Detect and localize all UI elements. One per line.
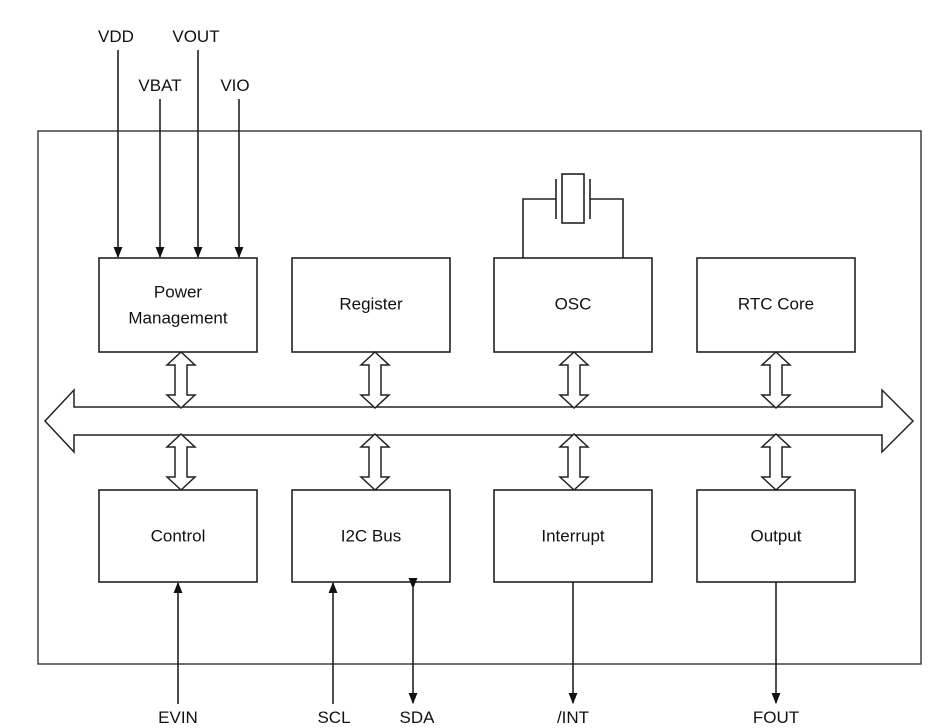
pin-vdd: VDD (98, 27, 134, 46)
interrupt-label: Interrupt (541, 526, 605, 545)
power-management-label-line1: Power (154, 282, 203, 301)
internal-bus-arrow (43, 388, 915, 454)
rtc-core-block: RTC Core (696, 257, 856, 353)
pin-vout: VOUT (172, 27, 219, 46)
chip-outline (37, 130, 922, 665)
osc-label: OSC (555, 294, 592, 313)
rtc-core-label: RTC Core (738, 294, 814, 313)
control-block: Control (98, 489, 258, 583)
osc-block: OSC (493, 257, 653, 353)
crystal-icon (522, 173, 624, 258)
bus-connectors-bottom (165, 432, 792, 492)
i2c-bus-block: I2C Bus (291, 489, 451, 583)
pin-int: /INT (557, 708, 589, 727)
register-block: Register (291, 257, 451, 353)
pin-fout: FOUT (753, 708, 799, 727)
interrupt-block: Interrupt (493, 489, 653, 583)
pin-sda: SDA (400, 708, 436, 727)
output-block: Output (696, 489, 856, 583)
power-management-block: Power Management (98, 257, 258, 353)
bus-connectors-top (165, 350, 792, 410)
pin-evin: EVIN (158, 708, 198, 727)
register-label: Register (339, 294, 403, 313)
pin-vbat: VBAT (138, 76, 181, 95)
i2c-bus-label: I2C Bus (341, 526, 401, 545)
pin-vio: VIO (220, 76, 249, 95)
control-label: Control (151, 526, 206, 545)
power-management-label-line2: Management (128, 308, 228, 327)
output-label: Output (750, 526, 801, 545)
pin-scl: SCL (317, 708, 350, 727)
